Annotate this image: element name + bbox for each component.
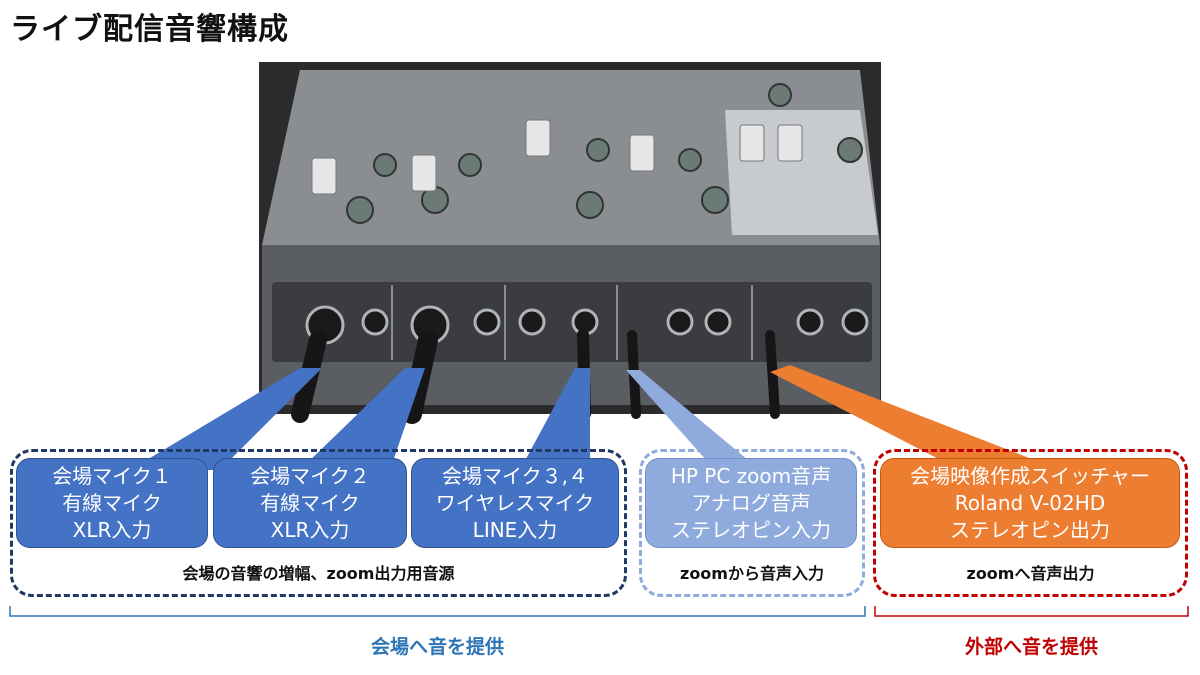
- arrow-mic2: [300, 368, 425, 470]
- source-line: 会場マイク２: [250, 464, 370, 488]
- source-line: 会場マイク１: [52, 464, 172, 488]
- caption-venue-mics: 会場の音響の増幅、zoom出力用音源: [182, 564, 455, 583]
- arrow-mic34: [520, 368, 590, 470]
- arrow-mic1: [130, 368, 322, 470]
- brace-venue: [9, 606, 866, 617]
- source-line: 会場映像作成スイッチャー: [910, 464, 1150, 488]
- caption-zoom-in: zoomから音声入力: [680, 564, 824, 583]
- source-line: ワイヤレスマイク: [435, 491, 595, 515]
- source-line: アナログ音声: [691, 491, 811, 515]
- source-line: 会場マイク３,４: [442, 464, 588, 488]
- source-line: XLR入力: [72, 518, 152, 542]
- source-line: ステレオピン出力: [950, 518, 1110, 542]
- source-line: 有線マイク: [260, 491, 360, 515]
- jack-1-line: [361, 308, 389, 336]
- source-box-zoom-pc: HP PC zoom音声 アナログ音声 ステレオピン入力: [645, 458, 857, 548]
- caption-zoom-out: zoomへ音声出力: [966, 564, 1095, 583]
- jack-output-direct: [796, 308, 824, 336]
- source-line: ステレオピン入力: [671, 518, 831, 542]
- jack-45-l: [666, 308, 694, 336]
- group-frame-zoom-out: [873, 449, 1188, 597]
- brace-external: [874, 606, 1189, 617]
- jack-2-line: [473, 308, 501, 336]
- jack-output-phones: [841, 308, 869, 336]
- group-frame-zoom-in: [639, 449, 865, 597]
- jack-45-r: [704, 308, 732, 336]
- source-box-mic1: 会場マイク１ 有線マイク XLR入力: [16, 458, 208, 548]
- arrow-zoom-out: [770, 365, 1060, 470]
- source-line: LINE入力: [472, 518, 558, 542]
- arrow-zoom-in: [626, 370, 760, 470]
- label-external-audio: 外部へ音を提供: [964, 636, 1098, 658]
- source-line: Roland V-02HD: [954, 491, 1106, 515]
- source-box-switcher: 会場映像作成スイッチャー Roland V-02HD ステレオピン出力: [880, 458, 1180, 548]
- source-box-mic2: 会場マイク２ 有線マイク XLR入力: [213, 458, 407, 548]
- source-box-mic34: 会場マイク３,４ ワイヤレスマイク LINE入力: [411, 458, 619, 548]
- jack-3-mic: [518, 308, 546, 336]
- source-line: 有線マイク: [62, 491, 162, 515]
- label-venue-audio: 会場へ音を提供: [370, 636, 504, 658]
- source-line: HP PC zoom音声: [670, 464, 832, 488]
- source-line: XLR入力: [270, 518, 350, 542]
- group-frame-venue-mics: [10, 449, 627, 597]
- page-title: ライブ配信音響構成: [10, 12, 289, 47]
